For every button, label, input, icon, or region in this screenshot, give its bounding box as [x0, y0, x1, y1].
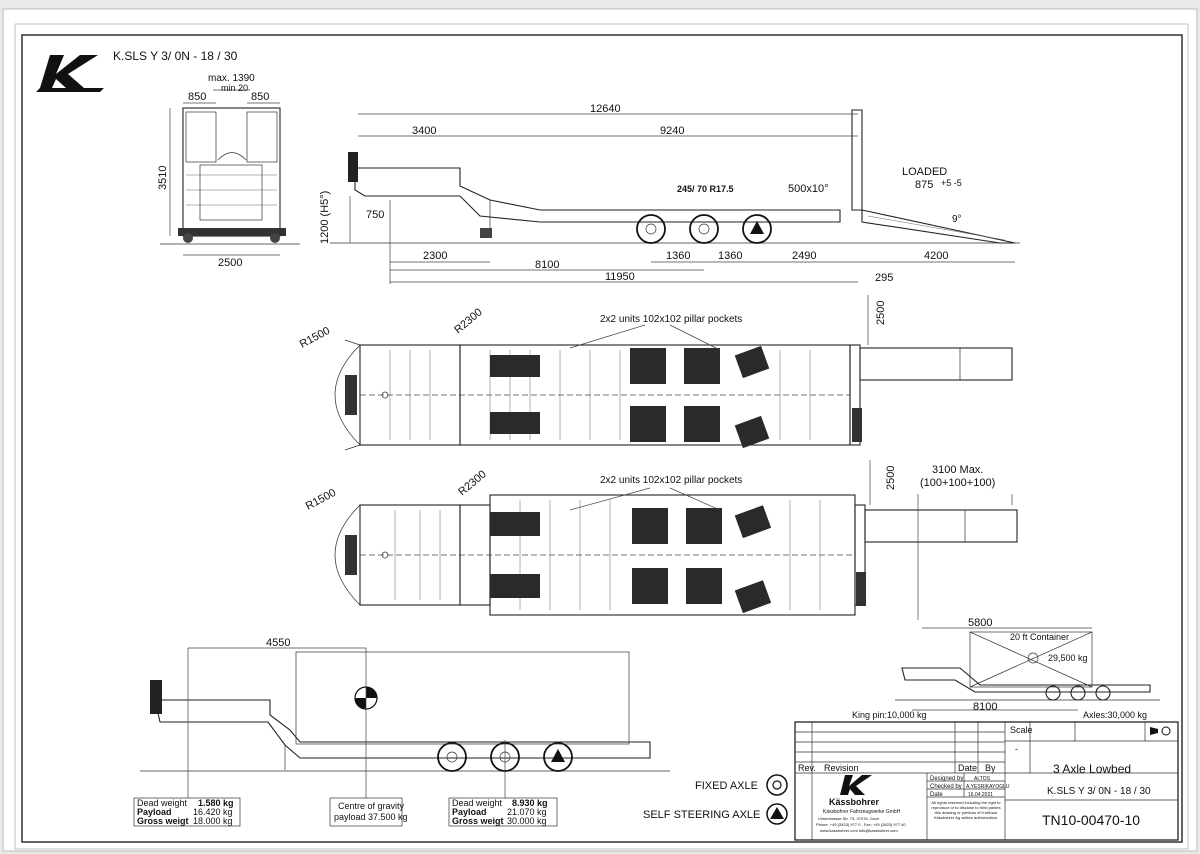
tb-date-value: 16.04.2021	[968, 792, 993, 798]
container-load-view	[895, 627, 1160, 711]
plan-top-note: 2x2 units 102x102 pillar pockets	[600, 314, 742, 325]
company-logo-k-icon	[840, 775, 872, 795]
tb-company-addr: Ulmerstrasse Str. 73, 47076, Goch	[818, 816, 879, 821]
side-overall-length: 12640	[590, 103, 621, 115]
side-kingpin-to-rise: 2300	[423, 250, 447, 262]
side-ramp-angle: 9°	[952, 214, 962, 225]
tb-drawing-number: TN10-00470-10	[1042, 812, 1140, 828]
plan-bottom-note: 2x2 units 102x102 pillar pockets	[600, 475, 742, 486]
tb-designed-value: ALTOS	[974, 776, 991, 782]
container-mass: 29,500 kg	[1048, 653, 1088, 663]
tb-scale-value: -	[1015, 744, 1018, 754]
tb-date-label: Date	[930, 792, 943, 798]
fixed-axle-icon	[766, 774, 788, 796]
side-gooseneck-length: 3400	[412, 125, 436, 137]
tb-title: 3 Axle Lowbed	[1053, 762, 1131, 776]
side-kingpin-to-axle: 8100	[535, 259, 559, 271]
cog-box-line1: Centre of gravity	[338, 801, 405, 811]
tb-checked-by-label: Checked by	[930, 784, 962, 790]
plan-bottom-ramp-max: 3100 Max.	[932, 464, 983, 476]
side-tyre-size: 245/ 70 R17.5	[677, 184, 734, 194]
tb-company-contact: Phone: +49 (2823) 977 0 - Fax: +49 (2823…	[816, 822, 906, 827]
plan-top-width: 2500	[875, 301, 887, 325]
front-max-width: max. 1390	[208, 73, 255, 84]
axle-label-dead: Dead weight	[452, 798, 503, 808]
axle-value-gross: 30.000 kg	[507, 816, 547, 826]
tb-designed-by-label: Designed by	[930, 776, 963, 782]
container-kingpin-load: King pin:10,000 kg	[852, 710, 927, 720]
kp-label-gross: Gross weigt	[137, 816, 189, 826]
model-title: K.SLS Y 3/ 0N - 18 / 30	[113, 49, 238, 63]
plan-bottom-ramp-split: (100+100+100)	[920, 477, 995, 489]
side-loaded-label: LOADED	[902, 166, 947, 178]
side-deck-height: 1200 (H5°)	[319, 191, 331, 244]
tb-rights-text: All rights reserved including the right …	[931, 800, 1001, 820]
front-view	[160, 89, 300, 256]
axle-value-payload: 21.070 kg	[507, 807, 547, 817]
drawing-frame	[21, 34, 1183, 843]
kp-value-dead: 1.580 kg	[198, 798, 234, 808]
side-axle-spacing-1: 1360	[666, 250, 690, 262]
side-axle-spacing-2: 1360	[718, 250, 742, 262]
cog-view	[133, 647, 670, 827]
container-length: 5800	[968, 617, 992, 629]
kp-value-payload: 16.420 kg	[193, 807, 233, 817]
side-body-length: 11950	[605, 271, 635, 283]
title-block	[794, 721, 1179, 841]
self-steering-axle-icon	[766, 803, 788, 825]
tb-checked-value: A.YESRIKAYOGLU	[966, 784, 1010, 790]
front-left-width: 850	[188, 91, 206, 103]
side-rear-step: 295	[875, 272, 893, 284]
front-width: 2500	[218, 257, 242, 269]
tb-date-header: Date	[958, 763, 977, 773]
axle-label-gross: Gross weigt	[452, 816, 504, 826]
outer-frame	[14, 23, 1189, 850]
side-ramp-length: 4200	[924, 250, 948, 262]
legend-self-steering-label: SELF STEERING AXLE	[643, 809, 760, 821]
side-neck-height: 750	[366, 209, 384, 221]
tb-rights-box: All rights reserved including the right …	[931, 800, 1001, 820]
side-loaded-value: 875	[915, 179, 933, 191]
side-loaded-tolerance: +5 -5	[941, 178, 962, 188]
container-label: 20 ft Container	[1010, 632, 1069, 642]
kp-label-dead: Dead weight	[137, 798, 188, 808]
tb-company-sub: Kässbohrer Fahrzeugwerke GmbH	[823, 809, 901, 815]
axle-value-dead: 8.930 kg	[512, 798, 548, 808]
axle-label-payload: Payload	[452, 807, 487, 817]
projection-symbol-icon	[1150, 726, 1171, 736]
kp-value-gross: 18.000 kg	[193, 816, 233, 826]
front-height: 3510	[157, 166, 169, 190]
plan-view-top	[334, 295, 1013, 451]
container-axles-load: Axles:30,000 kg	[1083, 710, 1147, 720]
logo-k-icon	[36, 55, 104, 92]
container-kp-to-axle: 8100	[973, 701, 997, 713]
legend-fixed-axle-label: FIXED AXLE	[695, 780, 758, 792]
front-right-width: 850	[251, 91, 269, 103]
tb-scale-label: Scale	[1010, 725, 1033, 735]
side-view	[330, 109, 1020, 284]
side-deck-length: 9240	[660, 125, 684, 137]
side-ramp-spec: 500x10°	[788, 183, 829, 195]
plan-bottom-width: 2500	[885, 466, 897, 490]
plan-view-bottom	[334, 460, 1018, 620]
tb-company-web: www.kassbohrer.com info@kassbohrer.com	[820, 828, 898, 833]
tb-company-name: Kässbohrer	[829, 797, 880, 807]
side-rear-overhang: 2490	[792, 250, 816, 262]
tb-model: K.SLS Y 3/ 0N - 18 / 30	[1047, 786, 1151, 797]
kp-label-payload: Payload	[137, 807, 172, 817]
tb-revision-header: Revision	[824, 763, 859, 773]
cog-dimension: 4550	[266, 637, 290, 649]
tb-by-header: By	[985, 763, 996, 773]
front-min-gap: min 20	[221, 83, 248, 93]
tb-rev-header: Rev.	[798, 763, 816, 773]
paper	[2, 8, 1198, 852]
cog-box-line2: payload 37.500 kg	[334, 812, 408, 822]
